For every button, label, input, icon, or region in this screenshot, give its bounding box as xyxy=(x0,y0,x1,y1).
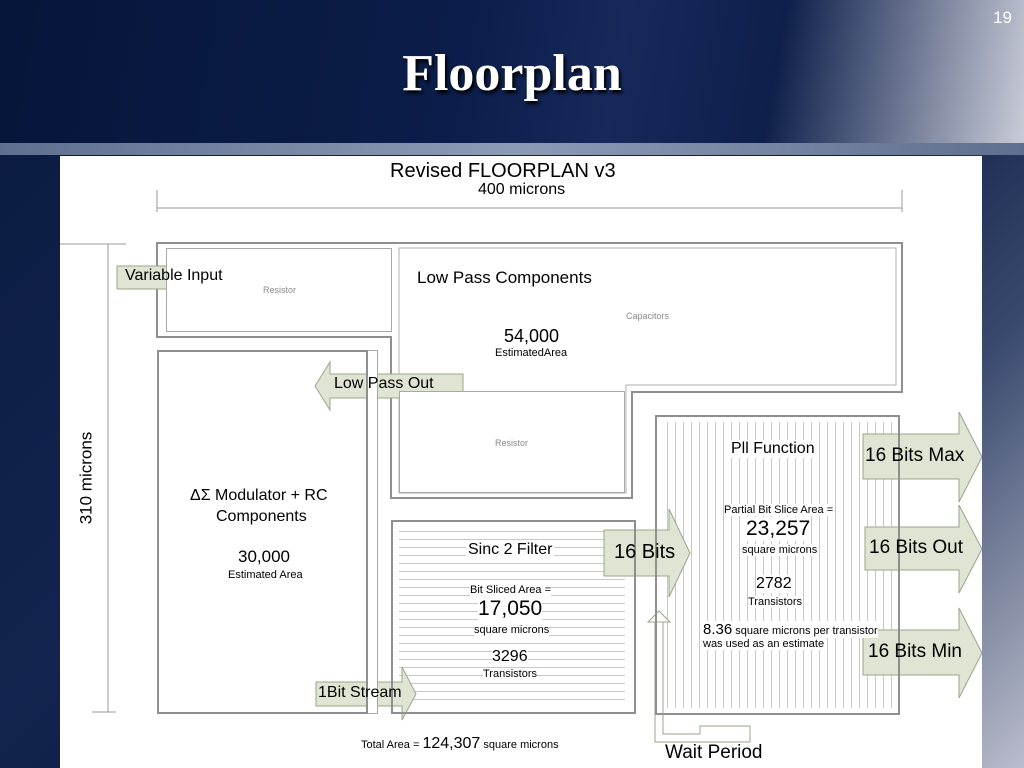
slide-number: 19 xyxy=(993,8,1012,27)
slide-title: Floorplan xyxy=(402,45,622,102)
modulator-block xyxy=(157,350,368,714)
sixteen-bits-arrow xyxy=(603,508,691,598)
low-pass-outline xyxy=(398,247,897,494)
bits-min-label: 16 Bits Min xyxy=(868,641,962,662)
header-divider xyxy=(0,143,1024,155)
pll-area-caption: Partial Bit Slice Area = xyxy=(724,504,834,516)
one-bit-stream-label: 1Bit Stream xyxy=(318,684,402,701)
width-label: 400 microns xyxy=(478,181,566,198)
low-pass-area: 54,000 xyxy=(504,326,560,346)
pll-note-number: 8.36 xyxy=(703,621,733,638)
pll-area: 23,257 xyxy=(746,517,811,541)
sinc-block xyxy=(391,520,636,714)
modulator-title-line1: ΔΣ Modulator + RC xyxy=(190,487,328,504)
capacitors-label: Capacitors xyxy=(626,311,670,321)
bits-out-label: 16 Bits Out xyxy=(869,537,963,558)
bits-min-arrow xyxy=(862,607,982,699)
total-area: Total Area = 124,307 square microns xyxy=(361,735,559,753)
total-area-value: 124,307 xyxy=(422,735,481,752)
sinc-transistors: 3296 xyxy=(492,648,528,666)
low-pass-area-label: EstimatedArea xyxy=(495,347,568,359)
mid-resistor-block xyxy=(399,391,625,493)
bits-max-arrow xyxy=(862,411,982,503)
diagram-heading: Revised FLOORPLAN v3 xyxy=(390,160,616,182)
height-dimension xyxy=(60,243,126,713)
sinc-title: Sinc 2 Filter xyxy=(466,541,555,559)
sinc-area-unit: square microns xyxy=(474,624,550,636)
modulator-title-line2: Components xyxy=(216,508,307,525)
total-area-unit: square microns xyxy=(483,739,559,751)
low-pass-out-label: Low Pass Out xyxy=(334,375,434,392)
pll-note-line2: was used as an estimate xyxy=(703,638,825,650)
floorplan-canvas: Revised FLOORPLAN v3 400 microns 310 mic… xyxy=(60,156,982,768)
modulator-area: 30,000 xyxy=(238,547,290,566)
pll-note-text: square microns per transistor xyxy=(735,625,878,637)
pll-block xyxy=(655,415,900,715)
variable-input-label: Variable Input xyxy=(125,267,223,284)
sinc-area-caption: Bit Sliced Area = xyxy=(470,584,552,596)
top-left-resistor-block xyxy=(166,248,392,332)
bits-max-label: 16 Bits Max xyxy=(865,445,965,466)
width-dimension xyxy=(156,190,903,212)
wait-period-feedback xyxy=(646,610,751,743)
bits-out-arrow xyxy=(864,504,982,594)
top-region-outline xyxy=(156,242,903,499)
total-area-prefix: Total Area = xyxy=(361,739,420,751)
pll-title: Pll Function xyxy=(729,440,817,458)
low-pass-title: Low Pass Components xyxy=(417,268,592,287)
pll-area-unit: square microns xyxy=(742,544,818,556)
sinc-area: 17,050 xyxy=(478,597,543,621)
height-label: 310 microns xyxy=(76,431,96,525)
sinc-transistors-label: Transistors xyxy=(483,668,537,680)
modulator-area-label: Estimated Area xyxy=(228,569,303,581)
header-band xyxy=(0,0,1024,145)
wait-period-label: Wait Period xyxy=(665,742,763,763)
pll-hatching xyxy=(662,422,892,708)
pll-transistors: 2782 xyxy=(756,575,792,593)
modulator-gap-line xyxy=(368,350,378,714)
pll-transistors-label: Transistors xyxy=(748,596,802,608)
pll-note-line1: 8.36 square microns per transistor xyxy=(703,621,878,638)
mid-resistor-label: Resistor xyxy=(495,438,529,448)
sixteen-bits-label: 16 Bits xyxy=(614,541,676,563)
top-left-resistor-label: Resistor xyxy=(263,285,297,295)
